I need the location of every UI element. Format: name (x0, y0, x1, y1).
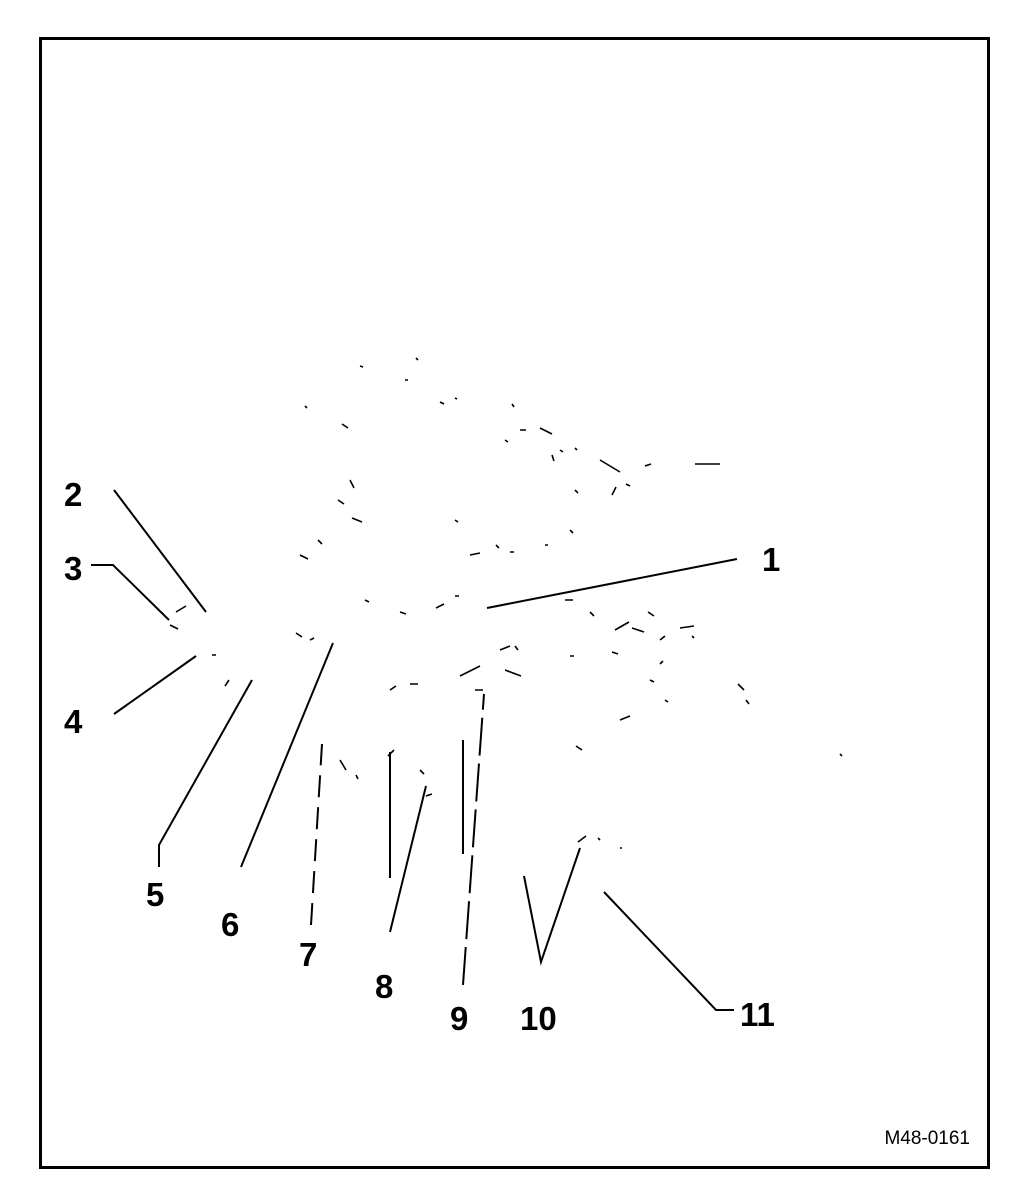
leader-line-2 (113, 489, 207, 613)
callout-6: 6 (221, 906, 239, 943)
part-sketch-faint (169, 357, 843, 849)
callout-2: 2 (64, 476, 82, 513)
leader-line-6 (240, 642, 334, 868)
diagram-frame (39, 37, 990, 1169)
callout-4: 4 (64, 703, 83, 740)
callout-10: 10 (520, 1000, 557, 1037)
leader-line-4 (113, 655, 197, 715)
callout-1: 1 (762, 541, 780, 578)
leader-line-5 (158, 679, 253, 867)
leader-line-10 (523, 847, 581, 966)
callout-5: 5 (146, 876, 164, 913)
leader-line-3 (91, 564, 170, 621)
leader-line-1 (486, 558, 738, 609)
figure-number: M48-0161 (884, 1128, 970, 1149)
callout-7: 7 (299, 936, 317, 973)
callout-3: 3 (64, 550, 82, 587)
callout-11: 11 (740, 996, 775, 1033)
leader-lines (91, 489, 738, 1011)
leader-line-9b (462, 693, 485, 986)
callout-labels: 1 2 3 4 5 6 7 8 9 10 11 (64, 476, 780, 1037)
callout-8: 8 (375, 968, 393, 1005)
leader-line-8b (389, 785, 427, 933)
leader-line-11 (603, 891, 734, 1011)
callout-9: 9 (450, 1000, 468, 1037)
leader-line-7 (310, 743, 323, 926)
